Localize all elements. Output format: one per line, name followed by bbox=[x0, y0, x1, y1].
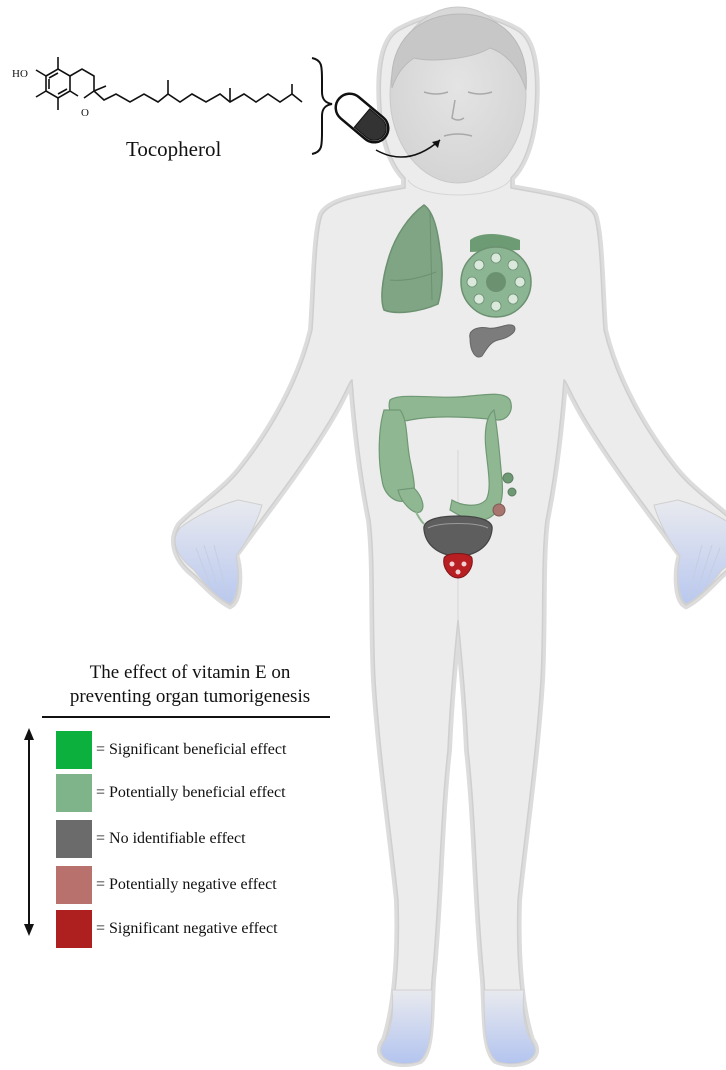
double-arrow-icon bbox=[24, 728, 34, 936]
legend-label: = Significant beneficial effect bbox=[96, 741, 286, 759]
hydroxyl-label: HO bbox=[12, 68, 28, 80]
legend-swatch bbox=[56, 731, 92, 769]
legend-title: The effect of vitamin E on preventing or… bbox=[40, 661, 340, 709]
legend-label: = No identifiable effect bbox=[96, 830, 246, 848]
legend-item-potentially-negative: = Potentially negative effect bbox=[56, 866, 277, 904]
molecule-name: Tocopherol bbox=[126, 137, 221, 162]
legend-item-significant-negative: = Significant negative effect bbox=[56, 910, 278, 948]
right-hand bbox=[654, 500, 726, 604]
legend-label: = Potentially negative effect bbox=[96, 876, 277, 894]
legend-divider bbox=[42, 716, 330, 718]
legend-title-line2: preventing organ tumorigenesis bbox=[40, 685, 340, 709]
legend-item-potentially-beneficial: = Potentially beneficial effect bbox=[56, 774, 286, 812]
legend-item-significant-beneficial: = Significant beneficial effect bbox=[56, 731, 286, 769]
oxygen-label: O bbox=[81, 107, 89, 119]
legend-label: = Significant negative effect bbox=[96, 920, 278, 938]
bracket-icon bbox=[312, 58, 332, 154]
legend-title-line1: The effect of vitamin E on bbox=[40, 661, 340, 685]
colon-spot bbox=[493, 504, 505, 516]
legend-item-no-effect: = No identifiable effect bbox=[56, 820, 246, 858]
legend-swatch bbox=[56, 774, 92, 812]
tocopherol-structure bbox=[36, 57, 302, 110]
legend-swatch bbox=[56, 820, 92, 858]
legend-swatch bbox=[56, 866, 92, 904]
legend-swatch bbox=[56, 910, 92, 948]
legend-label: = Potentially beneficial effect bbox=[96, 784, 286, 802]
